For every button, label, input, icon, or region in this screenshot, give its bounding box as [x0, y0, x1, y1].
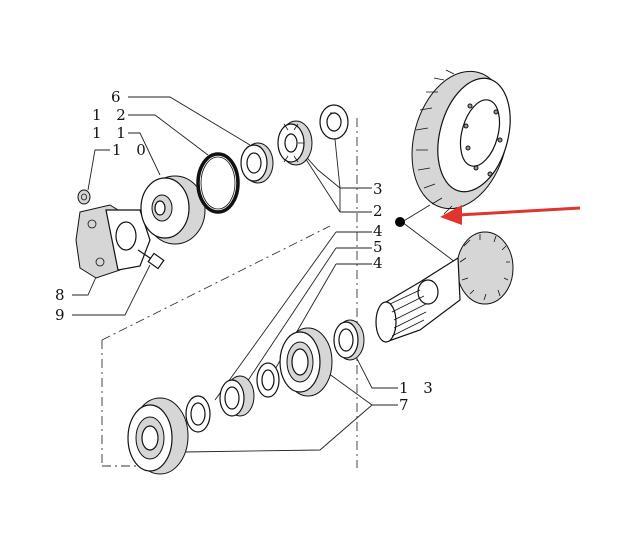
shim-part-4 — [185, 395, 211, 433]
callout-5: 5 — [373, 238, 388, 256]
washer-part-6 — [240, 142, 274, 184]
bearing-part-7-upper — [279, 327, 333, 397]
spacer-part-5 — [256, 362, 280, 398]
sleeve-part-4 — [219, 375, 255, 417]
o-ring-part-12 — [196, 152, 240, 214]
callout-6: 6 — [111, 88, 126, 106]
assembly-outline — [101, 118, 358, 468]
slotted-nut — [277, 120, 313, 166]
leader-lines — [72, 96, 456, 453]
callout-3: 3 — [373, 180, 388, 198]
ring-gear — [411, 69, 511, 215]
reference-marker-dot — [395, 217, 405, 227]
callout-11: 1 1 — [92, 124, 131, 142]
callout-7: 7 — [399, 396, 414, 414]
seal-housing-part-11 — [140, 175, 206, 245]
flange-yoke-part-8 — [75, 204, 151, 279]
red-arrow-icon — [440, 205, 581, 225]
pinion-shaft — [375, 231, 514, 343]
spacer-ring-part-13 — [333, 319, 365, 361]
callout-4-upper: 4 — [373, 222, 388, 240]
callout-10: 1 0 — [112, 141, 151, 159]
callout-8: 8 — [55, 286, 70, 304]
callout-13: 1 3 — [399, 379, 438, 397]
lock-washer — [319, 104, 349, 140]
nut-part-10 — [77, 189, 91, 205]
bolt-part-9 — [137, 249, 165, 270]
callout-12: 1 2 — [92, 106, 131, 124]
callout-9: 9 — [55, 306, 70, 324]
callout-labels: 6 1 2 1 1 1 0 8 9 3 2 4 5 4 1 3 7 — [55, 88, 438, 414]
callout-2: 2 — [373, 202, 388, 220]
callout-4-lower: 4 — [373, 254, 388, 272]
bearing-part-7-lower — [127, 397, 189, 475]
